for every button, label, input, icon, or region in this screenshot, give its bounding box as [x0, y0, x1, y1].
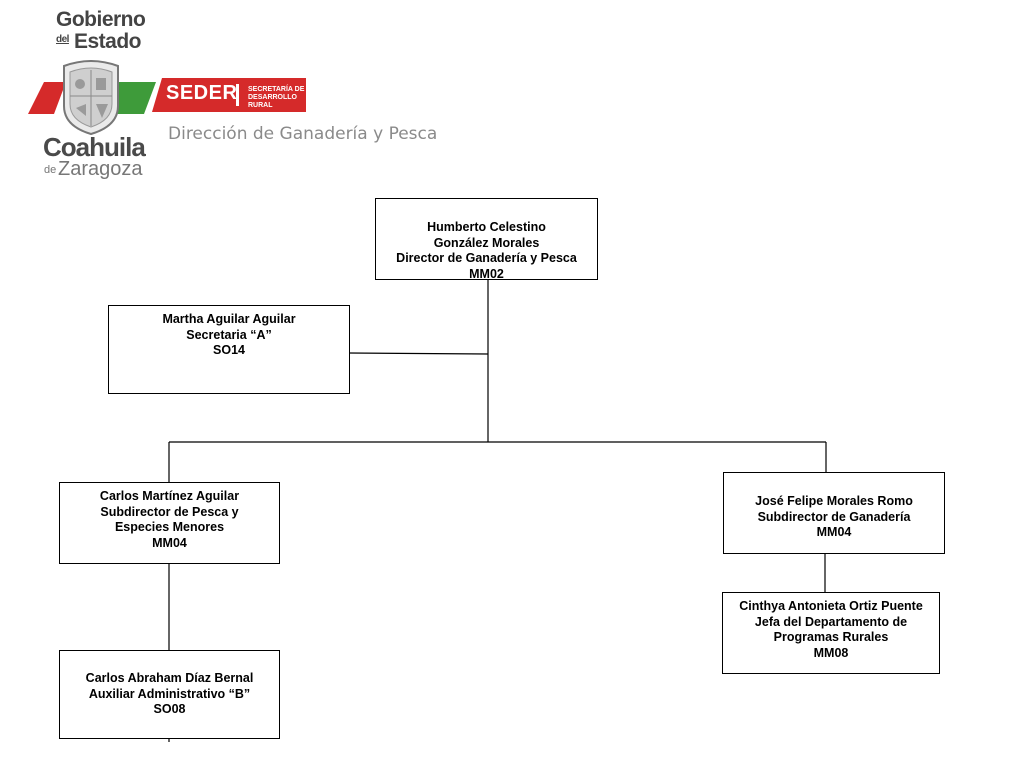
- node-title-2: Programas Rurales: [773, 630, 889, 644]
- node-title-2: Especies Menores: [114, 520, 225, 534]
- node-name: Martha Aguilar Aguilar: [162, 312, 296, 326]
- node-name: Cinthya Antonieta Ortiz Puente: [739, 599, 923, 613]
- node-name-2: González Morales: [433, 235, 540, 250]
- node-code: MM04: [152, 535, 187, 550]
- logo-text-coahuila: Coahuila: [43, 132, 146, 162]
- state-coat-of-arms-icon: [63, 60, 119, 136]
- org-node-director: Humberto Celestino González Morales Dire…: [375, 198, 598, 281]
- node-name: José Felipe Morales Romo: [755, 494, 913, 508]
- node-code: MM08: [813, 645, 849, 660]
- seder-name: SEDER: [166, 82, 238, 104]
- node-name: Carlos Abraham Díaz Bernal: [85, 671, 254, 685]
- seder-subtitle: SECRETARÍA DE DESARROLLO RURAL: [248, 86, 305, 109]
- logo-text-zaragoza: Zaragoza: [58, 158, 143, 180]
- org-node-jefa-programas: Cinthya Antonieta Ortiz Puente Jefa del …: [722, 592, 940, 674]
- node-code: MM02: [469, 266, 504, 281]
- seder-logo: SEDER SECRETARÍA DE DESARROLLO RURAL: [152, 78, 306, 112]
- node-name: Humberto Celestino: [427, 220, 546, 234]
- org-node-sub-pesca: Carlos Martínez Aguilar Subdirector de P…: [59, 482, 280, 564]
- node-name: Carlos Martínez Aguilar: [99, 489, 240, 503]
- logo-text-gobierno: Gobierno: [56, 8, 146, 31]
- node-title: Subdirector de Ganadería: [757, 509, 911, 524]
- org-node-secretary: Martha Aguilar Aguilar Secretaria “A” SO…: [108, 305, 350, 394]
- node-title: Secretaria “A”: [186, 327, 272, 342]
- node-title: Jefa del Departamento de: [754, 614, 908, 629]
- logo-text-del: del: [56, 34, 69, 45]
- node-code: SO08: [153, 702, 186, 716]
- flag-stripes-icon: [28, 82, 156, 114]
- node-title: Auxiliar Administrativo “B”: [88, 686, 251, 701]
- node-code: SO14: [213, 343, 245, 357]
- connector-secretary: [348, 352, 489, 355]
- node-title: Director de Ganadería y Pesca: [396, 251, 577, 265]
- org-node-aux-admin: Carlos Abraham Díaz Bernal Auxiliar Admi…: [59, 650, 280, 739]
- logo-text-de: de: [44, 164, 57, 176]
- page-title: Dirección de Ganadería y Pesca: [168, 124, 438, 144]
- node-title: Subdirector de Pesca y: [100, 504, 239, 519]
- node-code: MM04: [816, 525, 852, 539]
- logo-text-estado: Estado: [74, 30, 142, 53]
- gobierno-coahuila-logo: Gobierno del Estado Coahuila de Zaragoza: [26, 8, 158, 186]
- seder-badge-icon: [152, 78, 306, 112]
- org-node-sub-ganaderia: José Felipe Morales Romo Subdirector de …: [723, 472, 945, 554]
